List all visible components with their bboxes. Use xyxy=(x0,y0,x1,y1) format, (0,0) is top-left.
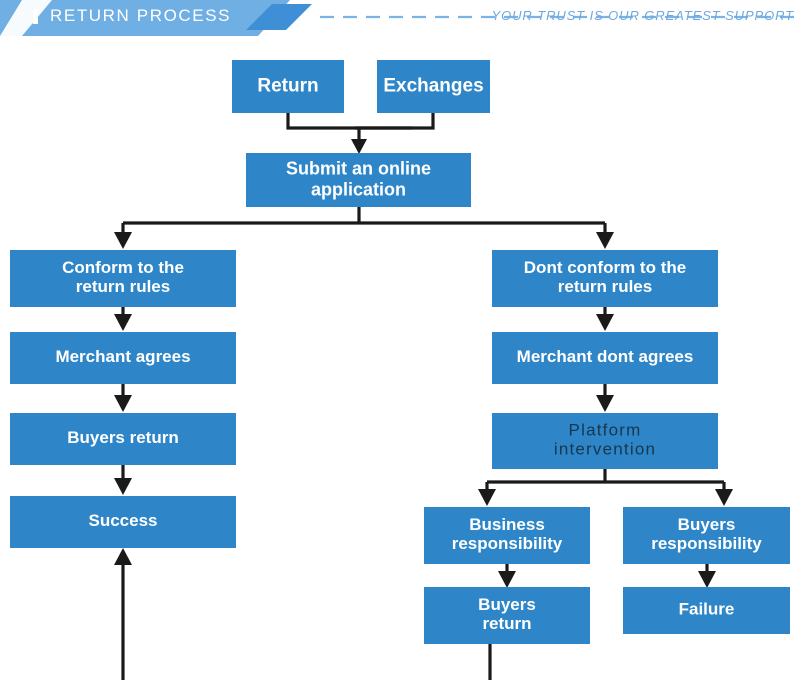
page-title: RETURN PROCESS xyxy=(50,6,232,25)
header-banner-accent xyxy=(246,4,312,30)
edge-exchanges-to-submit xyxy=(355,113,435,130)
header-tagline: YOUR TRUST IS OUR GREATEST SUPPORT xyxy=(491,8,794,23)
arrowhead-into-not-conform xyxy=(596,232,614,249)
flow-node-merchant-agrees[interactable]: Merchant agrees xyxy=(10,332,236,384)
node-label: Exchanges xyxy=(383,76,483,97)
arrowhead-into-platform xyxy=(596,395,614,412)
flow-node-merchant-dont[interactable]: Merchant dont agrees xyxy=(492,332,718,384)
flow-node-return[interactable]: Return xyxy=(232,60,344,113)
node-box xyxy=(10,332,236,384)
arrowhead-into-failure xyxy=(698,571,716,588)
edge-return-to-submit xyxy=(286,113,412,130)
header-banner-fill xyxy=(0,0,290,36)
arrowhead-into-merchant-agrees xyxy=(114,314,132,331)
page-header: RETURN PROCESS YOUR TRUST IS OUR GREATES… xyxy=(0,0,800,36)
node-box xyxy=(492,413,718,469)
node-box xyxy=(232,60,344,113)
flow-node-buyers-return-l[interactable]: Buyers return xyxy=(10,413,236,465)
arrowhead-into-buyers-return-left xyxy=(114,395,132,412)
arrowhead-into-submit xyxy=(351,139,367,154)
node-label: Buyers return xyxy=(67,428,178,447)
arrowhead-into-buyers-resp xyxy=(715,489,733,506)
arrowhead-into-merchant-dont xyxy=(596,314,614,331)
node-box xyxy=(10,496,236,548)
arrowhead-into-business-resp xyxy=(478,489,496,506)
node-label: Return xyxy=(257,76,318,97)
arrowhead-into-success xyxy=(114,478,132,495)
header-banner-slash xyxy=(0,0,52,36)
arrowhead-into-buyers-return-right xyxy=(498,571,516,588)
node-box xyxy=(424,507,590,564)
node-box xyxy=(623,507,790,564)
vertical-bar-icon xyxy=(33,9,38,24)
edge-feedback-loop-to-success xyxy=(121,561,492,680)
flow-node-success[interactable]: Success xyxy=(10,496,236,548)
node-label: Failure xyxy=(679,600,735,619)
header-banner-shape xyxy=(0,0,800,36)
node-box xyxy=(492,332,718,384)
node-box xyxy=(246,153,471,207)
node-box xyxy=(10,413,236,465)
node-box xyxy=(623,587,790,634)
node-box xyxy=(10,250,236,307)
flow-connectors xyxy=(114,113,733,680)
arrowhead-feedback-into-success xyxy=(114,548,132,565)
flow-node-failure[interactable]: Failure xyxy=(623,587,790,634)
node-label: Merchant dont agrees xyxy=(517,347,694,366)
node-box xyxy=(492,250,718,307)
node-box xyxy=(377,60,490,113)
node-label: Merchant agrees xyxy=(55,347,190,366)
flow-node-exchanges[interactable]: Exchanges xyxy=(377,60,490,113)
node-box xyxy=(424,587,590,644)
node-label: Success xyxy=(89,511,158,530)
arrowhead-into-conform xyxy=(114,232,132,249)
